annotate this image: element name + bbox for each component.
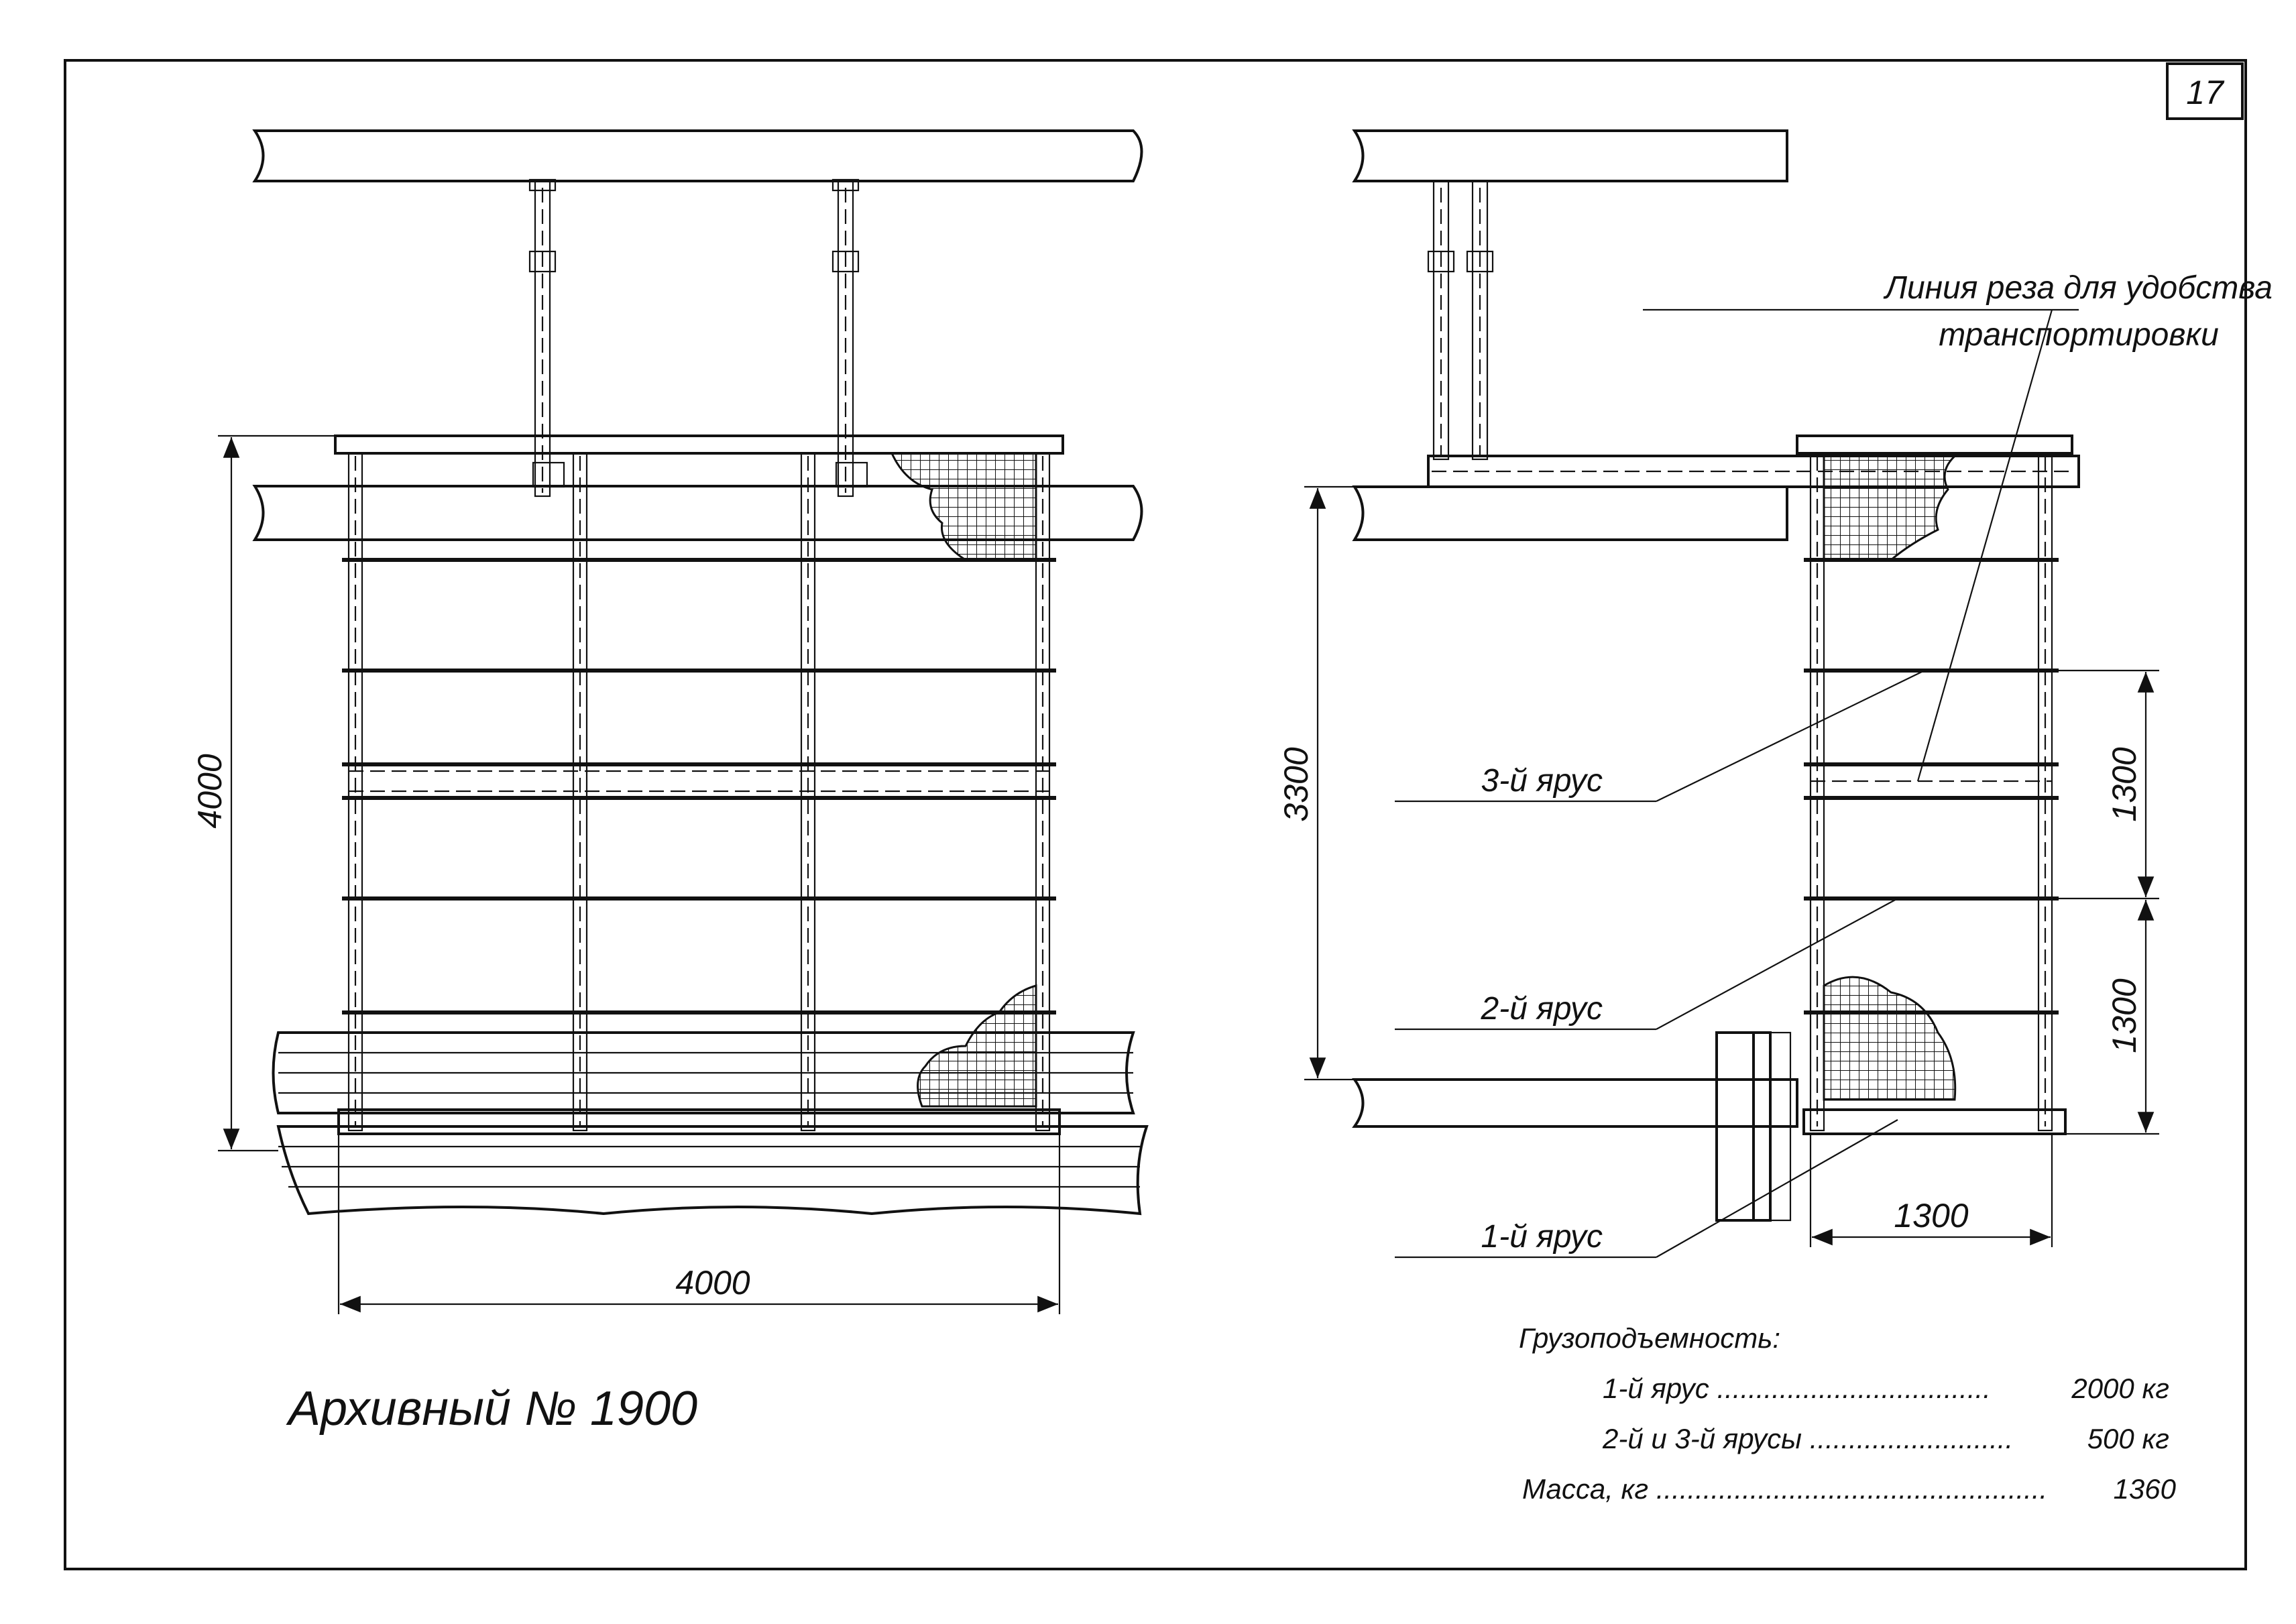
side-height-dim-text: 3300 bbox=[1277, 747, 1315, 821]
front-mesh-bottom bbox=[917, 984, 1037, 1108]
spec-row-2-label: 2-й и 3-й ярусы ........................… bbox=[1602, 1423, 2013, 1454]
front-brick-wall bbox=[272, 1031, 1149, 1216]
side-top-chord bbox=[1796, 434, 2073, 455]
front-view: 4000 4000 Архивный № 1900 bbox=[191, 129, 1149, 1436]
ceiling-slab-front bbox=[252, 129, 1143, 182]
side-view: 3300 1300 1300 1300 Линия реза для удобс… bbox=[1277, 129, 2273, 1259]
floor-beam-side bbox=[1352, 485, 1788, 541]
spec-row-3-value: 1360 bbox=[2114, 1473, 2177, 1505]
ceiling-slab-side bbox=[1352, 129, 1788, 182]
side-post-right bbox=[2037, 452, 2053, 1132]
side-wall bbox=[1352, 1031, 1798, 1222]
spec-row-1-value: 2000 кг bbox=[2071, 1373, 2169, 1404]
side-mesh-top bbox=[1823, 452, 1961, 561]
front-base bbox=[337, 1108, 1061, 1135]
front-height-dim-text: 4000 bbox=[191, 754, 229, 828]
sheet-frame bbox=[64, 59, 2247, 1570]
spec-row-2-value: 500 кг bbox=[2087, 1423, 2169, 1454]
tier-label-2: 2-й ярус bbox=[1481, 991, 1603, 1027]
sheet-number: 17 bbox=[2186, 74, 2225, 111]
front-height-dimension: 4000 bbox=[191, 434, 335, 1152]
front-top-chord bbox=[334, 434, 1064, 455]
sheet-number-box: 17 bbox=[2166, 62, 2244, 120]
front-width-dimension: 4000 bbox=[337, 1134, 1061, 1314]
side-mesh-bottom bbox=[1823, 976, 1957, 1101]
side-depth-dim-text: 1300 bbox=[1894, 1197, 1968, 1234]
cut-line-note-line1: Линия реза для удобства bbox=[1883, 270, 2273, 306]
front-hangers bbox=[528, 178, 868, 498]
specs-heading: Грузоподъемность: bbox=[1519, 1322, 1780, 1354]
side-post-left bbox=[1809, 452, 1825, 1132]
archive-label: Архивный № 1900 bbox=[286, 1382, 697, 1436]
specs-block: Грузоподъемность: 1-й ярус .............… bbox=[1519, 1322, 2177, 1505]
side-tier-dimensions: 1300 1300 bbox=[2059, 669, 2159, 1135]
cut-line-note-line2: транспортировки bbox=[1939, 317, 2219, 353]
floor-beam-front bbox=[252, 485, 1143, 541]
front-tier-rails bbox=[342, 558, 1056, 1014]
front-width-dim-text: 4000 bbox=[675, 1264, 750, 1301]
tier-label-3: 3-й ярус bbox=[1481, 763, 1603, 799]
tier-spacing-upper-text: 1300 bbox=[2106, 747, 2143, 821]
front-mesh-top bbox=[890, 452, 1037, 561]
side-height-dimension: 3300 bbox=[1277, 485, 1355, 1081]
tier-label-1: 1-й ярус bbox=[1481, 1219, 1603, 1255]
tier-spacing-lower-text: 1300 bbox=[2106, 978, 2143, 1053]
cut-line-callout: Линия реза для удобства транспортировки bbox=[1643, 270, 2273, 782]
side-depth-dimension: 1300 bbox=[1809, 1134, 2053, 1247]
spec-row-3-label: Масса, кг ..............................… bbox=[1522, 1473, 2047, 1505]
side-base bbox=[1802, 1108, 2067, 1135]
tier-leaders: 3-й ярус 2-й ярус 1-й ярус bbox=[1395, 670, 1925, 1259]
side-hangers bbox=[1427, 180, 1494, 461]
side-tier-rails bbox=[1804, 558, 2059, 1014]
spec-row-1-label: 1-й ярус ...............................… bbox=[1603, 1373, 1991, 1404]
